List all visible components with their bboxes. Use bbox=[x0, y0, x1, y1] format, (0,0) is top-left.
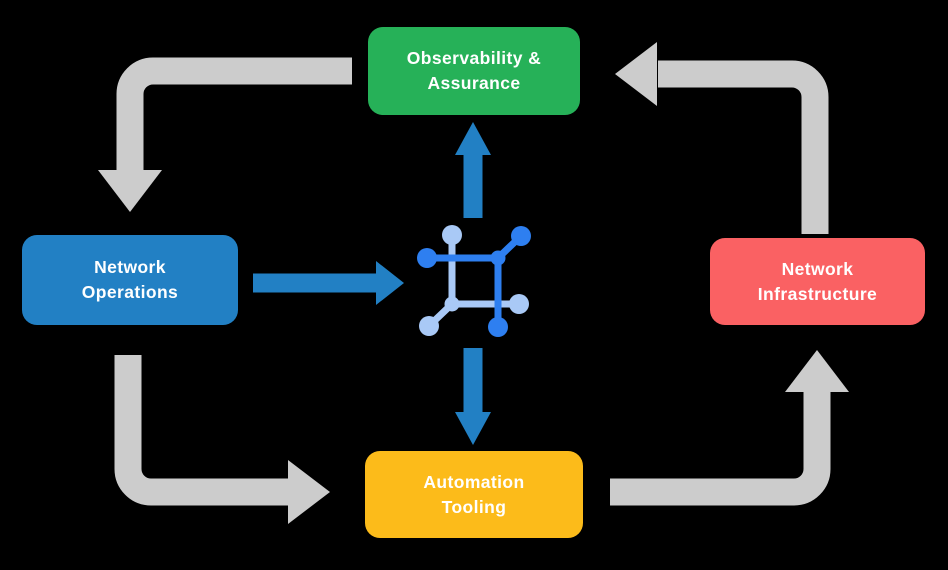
node-automation-tooling: Automation Tooling bbox=[365, 451, 583, 538]
cycle-arrow-infrastructure-to-observability bbox=[615, 42, 829, 234]
cycle-arrow-operations-to-automation bbox=[114, 355, 330, 524]
node-automation-label: Automation Tooling bbox=[423, 471, 525, 517]
network-node-icon-dark-branches bbox=[417, 226, 531, 337]
flow-arrow-center-to-automation bbox=[455, 348, 491, 445]
node-operations-label: Network Operations bbox=[81, 257, 179, 302]
node-observability-label: Observability & Assurance bbox=[406, 48, 542, 93]
cycle-arrow-automation-to-infrastructure bbox=[610, 350, 849, 506]
cycle-arrow-observability-to-operations bbox=[98, 57, 352, 212]
flow-arrow-center-to-observability bbox=[455, 122, 491, 218]
flow-arrow-operations-to-center bbox=[253, 261, 404, 305]
node-network-operations: Network Operations bbox=[22, 235, 238, 325]
node-observability-assurance: Observability & Assurance bbox=[368, 27, 580, 115]
network-node-icon bbox=[417, 225, 531, 337]
network-node-icon-light-branches bbox=[419, 225, 529, 336]
node-network-infrastructure: Network Infrastructure bbox=[710, 238, 925, 325]
node-infrastructure-label: Network Infrastructure bbox=[757, 258, 878, 304]
